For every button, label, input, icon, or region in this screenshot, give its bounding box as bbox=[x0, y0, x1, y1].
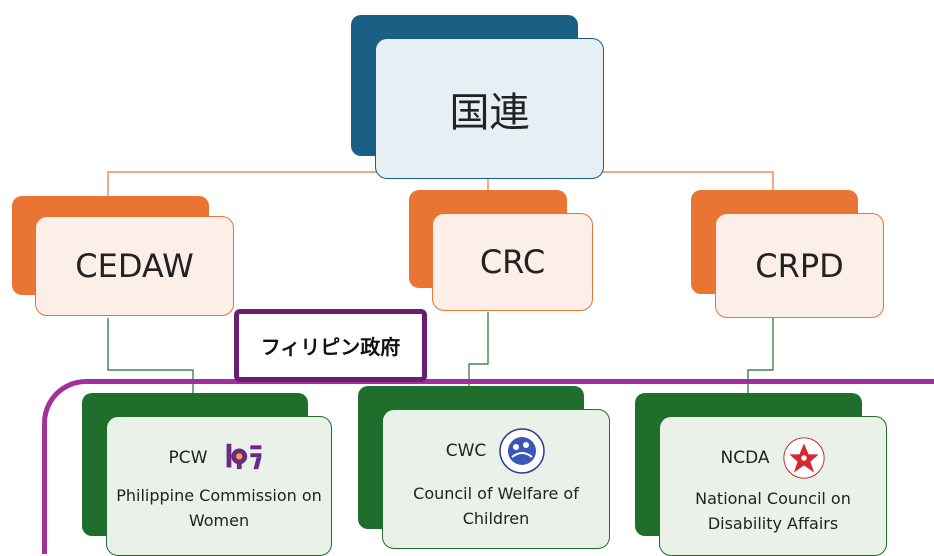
root-label: 国連 bbox=[449, 89, 530, 136]
root-node: 国連 bbox=[375, 38, 604, 179]
ncda-abbr-row: NCDA bbox=[720, 436, 825, 480]
crpd-node: CRPD bbox=[715, 213, 884, 318]
cwc-abbr-row: CWC bbox=[446, 427, 547, 475]
government-frame bbox=[42, 379, 934, 554]
cwc-abbr: CWC bbox=[445, 441, 487, 461]
pcw-abbr: PCW bbox=[168, 448, 208, 468]
ncda-logo-icon bbox=[782, 437, 825, 479]
crc-label: CRC bbox=[479, 243, 546, 281]
cedaw-node: CEDAW bbox=[35, 216, 234, 316]
pcw-logo-icon bbox=[227, 443, 262, 470]
crc-node: CRC bbox=[432, 213, 593, 311]
cwc-logo-icon bbox=[499, 428, 546, 474]
pcw-abbr-row: PCW bbox=[169, 439, 270, 477]
cedaw-label: CEDAW bbox=[75, 247, 194, 285]
cwc-node: CWC Council of Welfare of Children bbox=[382, 409, 610, 549]
pcw-name: Philippine Commission on Women bbox=[116, 486, 322, 530]
government-label-box: フィリピン政府 bbox=[234, 309, 427, 382]
crpd-label: CRPD bbox=[755, 246, 844, 285]
pcw-node: PCW Philippine Commission on Women bbox=[106, 416, 332, 556]
ncda-name: National Council on Disability Affairs bbox=[695, 489, 851, 533]
government-label: フィリピン政府 bbox=[260, 335, 401, 359]
cwc-name: Council of Welfare of Children bbox=[413, 484, 579, 528]
ncda-node: NCDA National Council on Disability Affa… bbox=[659, 416, 887, 556]
ncda-abbr: NCDA bbox=[720, 448, 770, 468]
